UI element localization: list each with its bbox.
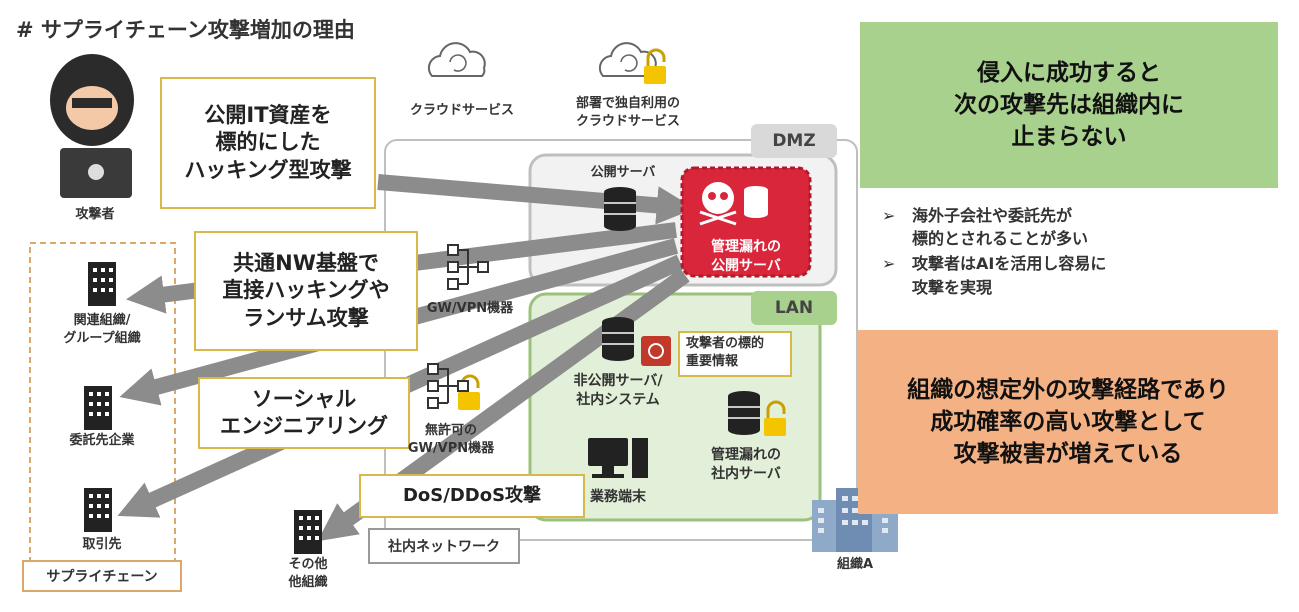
cloud-service-label: クラウドサービス xyxy=(409,103,514,118)
leaky-public-line1: 管理漏れの xyxy=(711,239,781,255)
database-icon-private xyxy=(602,317,634,361)
dmz-tab: DMZ xyxy=(751,124,837,158)
org-a-label: 組織A xyxy=(836,557,874,572)
supply-chain-tag: サプライチェーン xyxy=(22,560,182,592)
target-info-line1: 攻撃者の標的 xyxy=(686,336,765,351)
leaky-public-line2: 公開サーバ xyxy=(711,257,781,274)
private-server-label: 非公開サーバ/ 社内システム xyxy=(560,372,676,410)
leaky-internal-line2: 社内サーバ xyxy=(711,465,781,482)
arrow-bullet-icon: ➢ xyxy=(882,206,896,225)
attack-hacking-line3: ハッキング型攻撃 xyxy=(184,157,352,182)
supply-chain-frame xyxy=(29,242,176,564)
attack-social-line2: エンジニアリング xyxy=(220,414,388,438)
attack-box-ddos: DoS/DDoS攻撃 xyxy=(359,474,585,518)
arrow-bullet-icon: ➢ xyxy=(882,254,896,274)
attack-nw-line1: 共通NW基盤で xyxy=(233,251,379,276)
attack-box-social: ソーシャル エンジニアリング xyxy=(198,377,410,449)
bullet-2-line2: 攻撃を実現 xyxy=(912,277,993,297)
leaky-internal-server-label: 管理漏れの 社内サーバ xyxy=(694,446,798,484)
other-org-line2: 他組織 xyxy=(288,574,328,590)
attack-box-hacking: 公開IT資産を 標的にした ハッキング型攻撃 xyxy=(160,77,376,209)
attack-nw-line2: 直接ハッキングや xyxy=(222,278,390,303)
bullet-item: ➢ 海外子会社や委託先が 標的とされることが多い xyxy=(878,204,1278,250)
orange-panel-line2: 成功確率の高い攻撃として xyxy=(930,408,1206,435)
supplier-label: 取引先 xyxy=(82,537,122,552)
bullet-item: ➢ 攻撃者はAIを活用し容易に 攻撃を実現 xyxy=(878,252,1278,298)
green-panel-line1: 侵入に成功すると xyxy=(977,59,1161,86)
green-panel-line2: 次の攻撃先は組織内に xyxy=(954,91,1184,118)
leaky-public-server-label: 管理漏れの 公開サーバ xyxy=(686,238,806,276)
bullet-2-line1: 攻撃者はAIを活用し容易に xyxy=(912,254,1107,274)
orange-panel-line3: 攻撃被害が増えている xyxy=(953,441,1183,468)
attacker-label: 攻撃者 xyxy=(75,207,115,222)
bullet-1-line1: 海外子会社や委託先が xyxy=(912,206,1073,225)
target-info-box: 攻撃者の標的 重要情報 xyxy=(678,331,792,377)
attack-social-line1: ソーシャル xyxy=(251,386,357,411)
padlock-icon-cloud xyxy=(644,48,666,84)
contractor-label: 委託先企業 xyxy=(69,433,135,448)
attack-nw-line3: ランサム攻撃 xyxy=(243,305,369,330)
green-panel-line3: 止まらない xyxy=(1011,124,1127,151)
unauth-gw-label: 無許可の GW/VPN機器 xyxy=(396,422,506,457)
leaky-internal-line1: 管理漏れの xyxy=(711,447,781,463)
public-server-label: 公開サーバ xyxy=(590,165,656,180)
internal-network-tag: 社内ネットワーク xyxy=(368,528,520,564)
cloud-dept-line2: クラウドサービス xyxy=(575,113,680,129)
cloud-icon xyxy=(427,42,486,77)
leaky-server-alert xyxy=(680,166,812,278)
other-org-label: その他 他組織 xyxy=(270,556,346,591)
related-org-label: 関連組織/ グループ組織 xyxy=(40,312,164,347)
safe-icon xyxy=(641,336,671,366)
cloud-dept-line1: 部署で独自利用の xyxy=(575,96,680,111)
unauth-gw-line2: GW/VPN機器 xyxy=(407,440,495,456)
gw-vpn-icon xyxy=(447,244,489,290)
attacker-icon xyxy=(50,54,134,198)
related-org-line1: 関連組織/ xyxy=(73,313,131,328)
database-icon-public xyxy=(604,187,636,231)
lan-tab: LAN xyxy=(751,291,837,325)
bullet-1-line2: 標的とされることが多い xyxy=(912,229,1089,249)
attack-box-nw: 共通NW基盤で 直接ハッキングや ランサム攻撃 xyxy=(194,231,418,351)
unauth-gw-icon xyxy=(427,363,469,409)
target-info-line2: 重要情報 xyxy=(686,353,739,369)
page-title: # サプライチェーン攻撃増加の理由 xyxy=(16,18,355,42)
green-panel: 侵入に成功すると 次の攻撃先は組織内に 止まらない xyxy=(860,22,1278,188)
other-org-line1: その他 xyxy=(288,557,328,572)
database-icon-internal xyxy=(728,391,760,435)
terminal-label: 業務端末 xyxy=(590,489,646,505)
unauth-gw-line1: 無許可の xyxy=(424,423,477,438)
attack-hacking-line2: 標的にした xyxy=(215,130,321,155)
terminal-icon xyxy=(588,438,648,478)
private-server-line1: 非公開サーバ/ xyxy=(573,373,663,389)
padlock-icon-internal xyxy=(764,400,786,436)
orange-panel: 組織の想定外の攻撃経路であり 成功確率の高い攻撃として 攻撃被害が増えている xyxy=(858,330,1278,514)
orange-panel-line1: 組織の想定外の攻撃経路であり xyxy=(907,376,1229,403)
cloud-dept-label: 部署で独自利用の クラウドサービス xyxy=(558,95,698,130)
attack-hacking-line1: 公開IT資産を xyxy=(204,103,332,128)
bullet-list: ➢ 海外子会社や委託先が 標的とされることが多い ➢ 攻撃者はAIを活用し容易に… xyxy=(878,204,1278,301)
related-org-line2: グループ組織 xyxy=(63,330,141,346)
gw-vpn-label: GW/VPN機器 xyxy=(426,301,514,316)
private-server-line2: 社内システム xyxy=(576,391,660,408)
